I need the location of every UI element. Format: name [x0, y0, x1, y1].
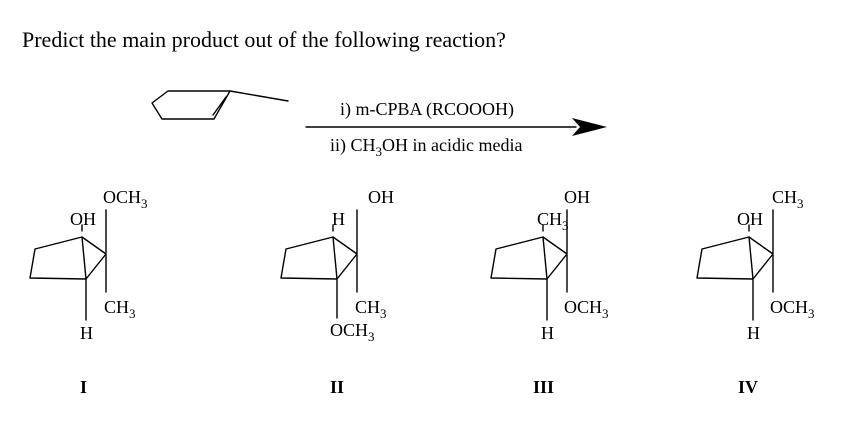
question-text: Predict the main product out of the foll…	[22, 27, 506, 52]
option-ii-oh-label: OH	[368, 187, 394, 207]
option-i-structure: OCH3 OH CH3 H	[29, 187, 148, 343]
reagent-step-1: i) m-CPBA (RCOOOH)	[340, 99, 514, 120]
option-ii-structure: OH H CH3 OCH3	[280, 187, 394, 344]
option-iv-oh-label: OH	[737, 209, 763, 229]
option-i-label: I	[80, 377, 87, 397]
option-i-oh-label: OH	[70, 209, 96, 229]
option-ii-label: II	[330, 377, 344, 397]
option-iv-och3-label: OCH3	[770, 297, 815, 321]
option-ii-och3-label: OCH3	[330, 320, 375, 344]
option-iv-ch3-label: CH3	[772, 187, 804, 211]
option-iii-oh-label: OH	[564, 187, 590, 207]
option-i-och3-label: OCH3	[103, 187, 148, 211]
option-ii-ch3-label: CH3	[355, 297, 387, 321]
option-ii-h-label: H	[332, 209, 345, 229]
option-iv-structure: CH3 OH OCH3 H	[696, 187, 815, 343]
option-i-ch3-label: CH3	[104, 297, 136, 321]
option-iii-och3-label: OCH3	[564, 297, 609, 321]
option-iii-structure: OH CH3 OCH3 H	[490, 187, 609, 343]
option-iii-label: III	[533, 377, 554, 397]
option-iii-h-label: H	[541, 323, 554, 343]
option-iii-ch3-label: CH3	[537, 209, 569, 233]
option-i-h-label: H	[80, 323, 93, 343]
option-iv-label: IV	[738, 377, 758, 397]
option-iv-h-label: H	[747, 323, 760, 343]
starting-material-methylcyclopentene	[151, 90, 289, 120]
reagent-step-2: ii) CH3OH in acidic media	[330, 135, 522, 159]
reaction-arrow	[305, 118, 607, 136]
